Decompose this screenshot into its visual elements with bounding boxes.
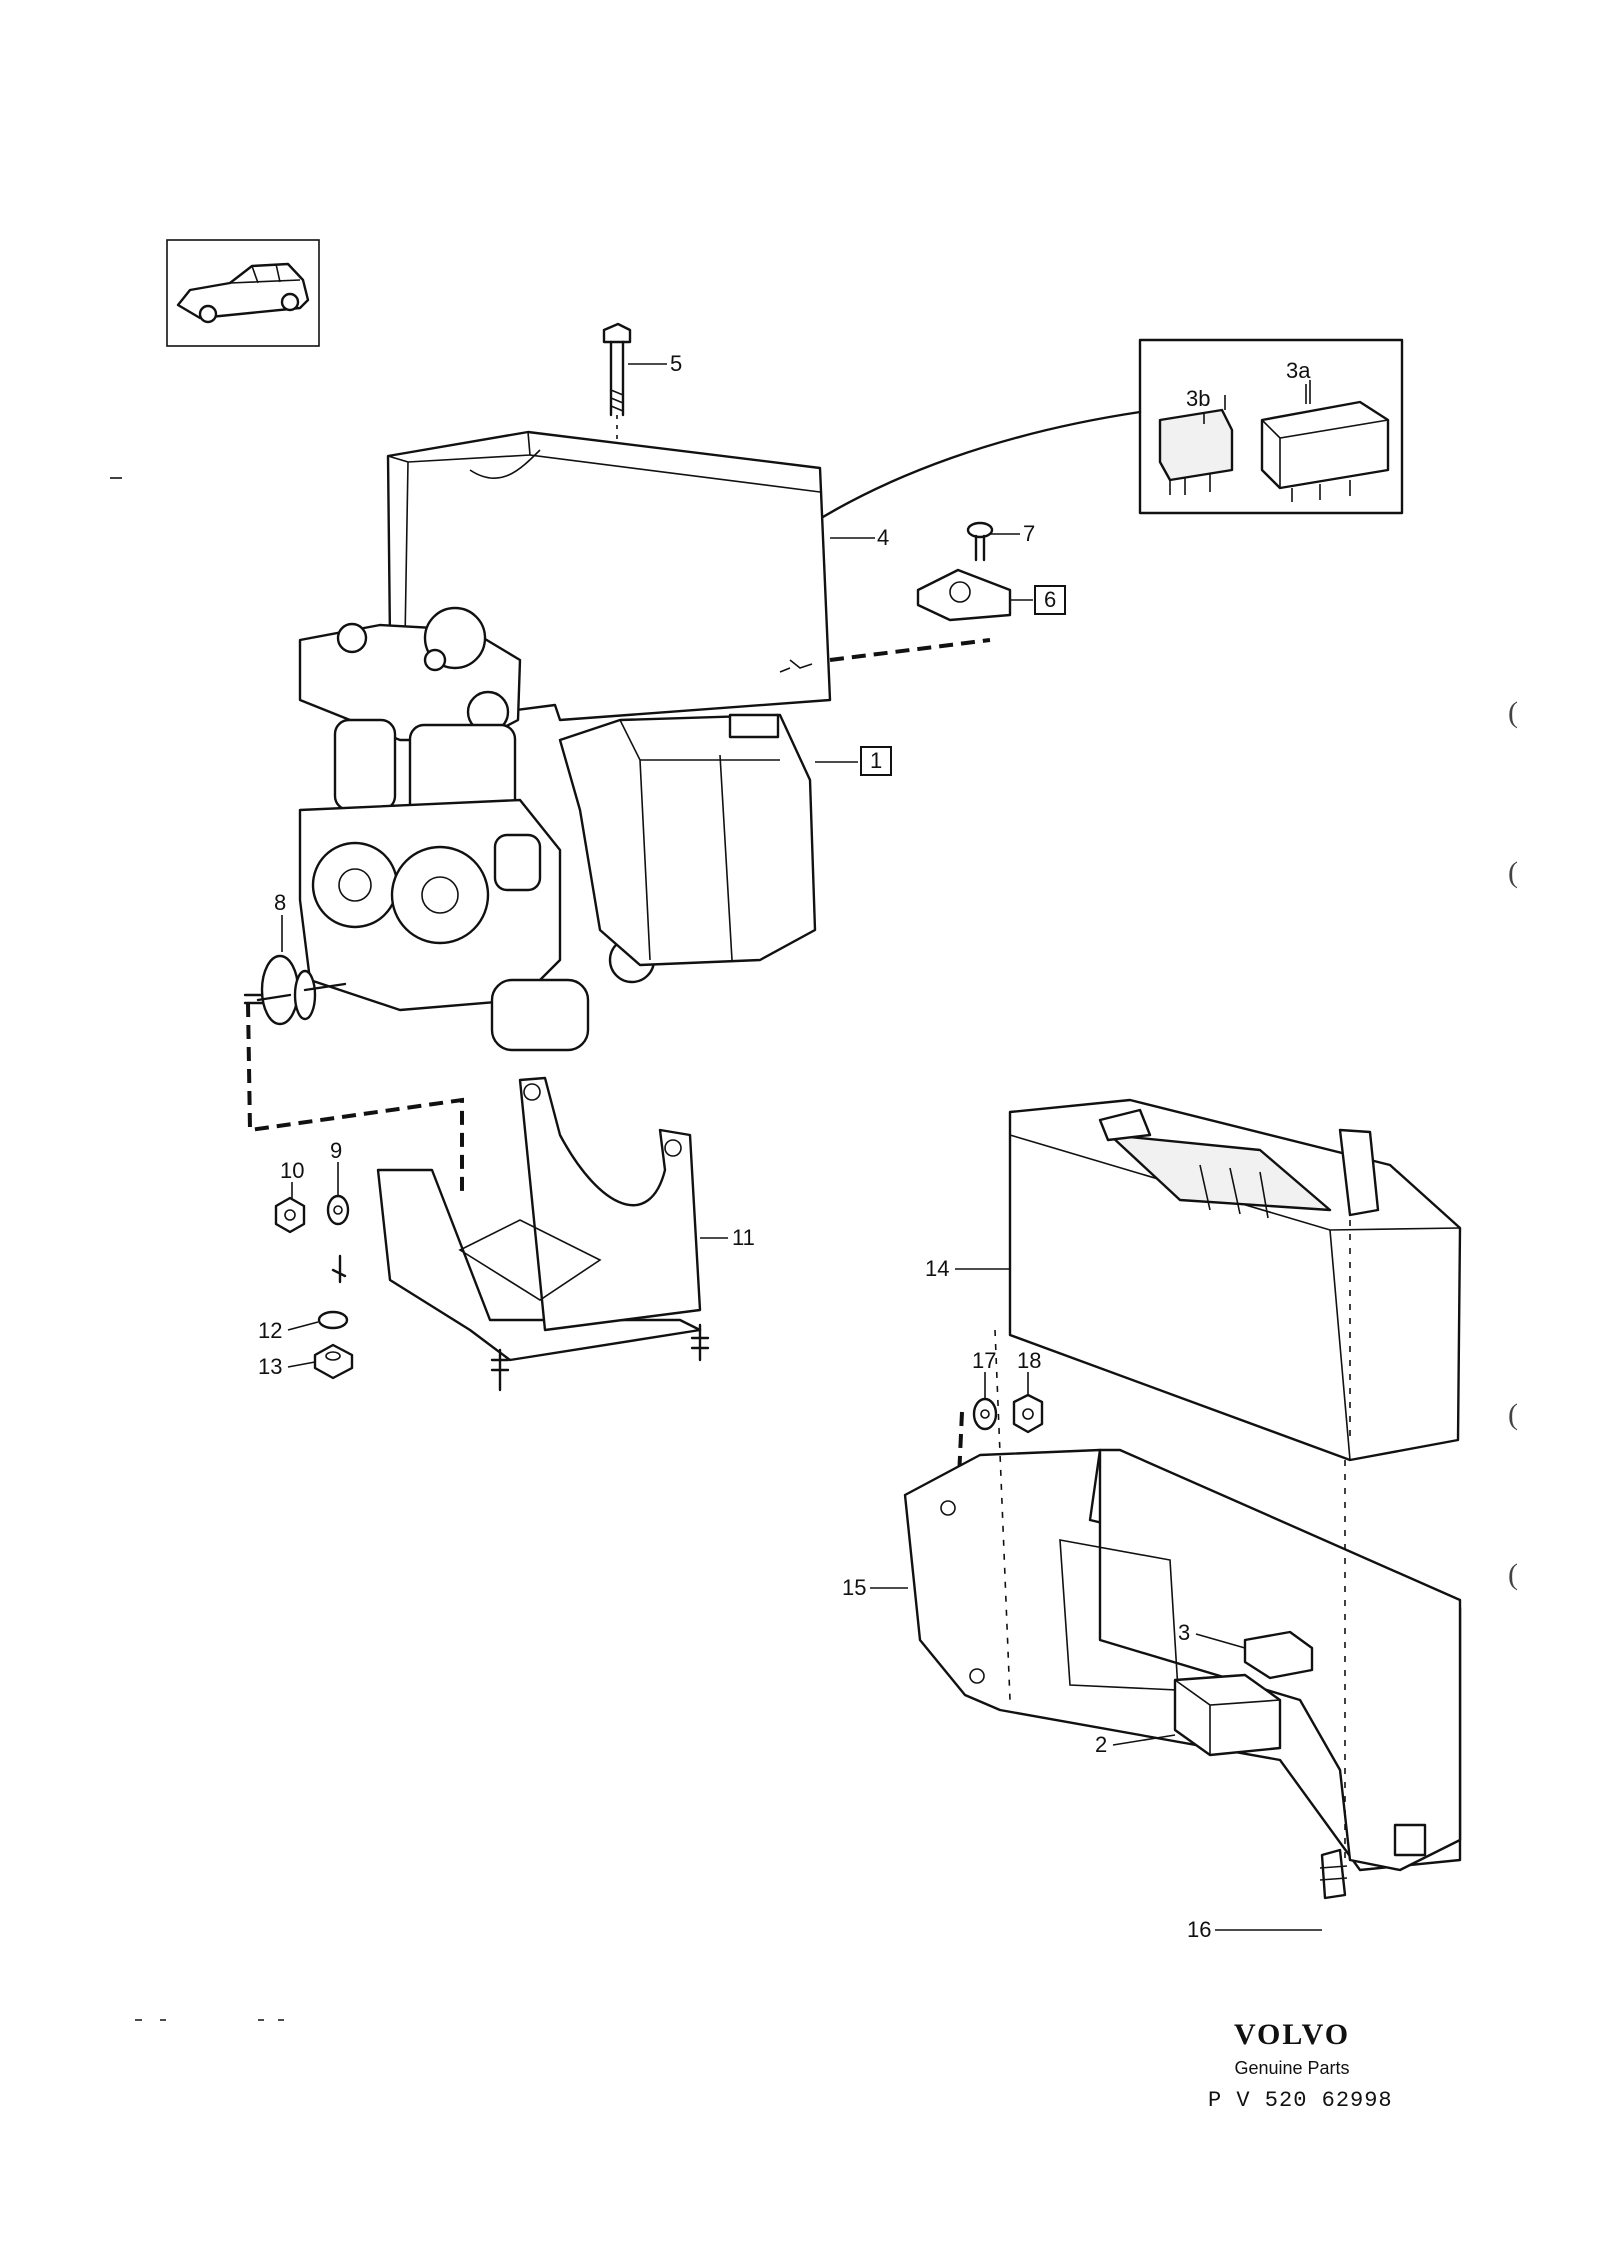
grommet-16 — [1319, 1848, 1348, 1900]
callout-9: 9 — [330, 1138, 343, 1163]
relay-2 — [1173, 1673, 1282, 1757]
leader-13 — [287, 1361, 316, 1368]
callout-7: 7 — [1023, 521, 1036, 546]
washer-17 — [972, 1397, 998, 1431]
nut-10 — [274, 1196, 306, 1234]
screw-7 — [966, 521, 994, 562]
callout-13: 13 — [258, 1354, 283, 1379]
callout-3a: 3a — [1286, 358, 1311, 383]
callout-3b: 3b — [1186, 386, 1211, 411]
callout-5: 5 — [670, 351, 683, 376]
holder-15 — [903, 1448, 1462, 1872]
brand-block: VOLVO Genuine Parts — [1212, 2018, 1372, 2079]
nut-18 — [1012, 1393, 1044, 1434]
grommet-8 — [243, 954, 347, 1026]
part-code: P V 520 62998 — [1208, 2088, 1393, 2113]
callout-2: 2 — [1095, 1732, 1108, 1757]
washer-9 — [326, 1194, 350, 1226]
callout-12: 12 — [258, 1318, 283, 1343]
brand-subtitle: Genuine Parts — [1234, 2058, 1350, 2078]
leader-3 — [1195, 1633, 1246, 1649]
margin-mark: ( — [1508, 856, 1518, 889]
margin-mark: ( — [1508, 1558, 1518, 1591]
bolt-5 — [602, 322, 632, 460]
callout-8: 8 — [274, 890, 287, 915]
relay-3 — [1243, 1630, 1314, 1680]
nut-13 — [313, 1343, 354, 1380]
callout-17: 17 — [972, 1348, 997, 1373]
callout-16: 16 — [1187, 1917, 1212, 1942]
relay-location-arrow — [768, 410, 1142, 554]
brand-logo: VOLVO — [1233, 2018, 1351, 2051]
abs-modulator-1 — [298, 606, 817, 1052]
bracket-11 — [376, 1076, 702, 1362]
callout-1: 1 — [860, 746, 893, 776]
clip-6 — [916, 568, 1012, 622]
washer-12 — [317, 1310, 349, 1330]
callout-18: 18 — [1017, 1348, 1042, 1373]
leader-2 — [1112, 1734, 1176, 1746]
callout-4: 4 — [877, 525, 890, 550]
relay-inset — [1138, 338, 1404, 515]
control-unit-14 — [1008, 1098, 1462, 1462]
callout-11: 11 — [732, 1225, 755, 1250]
margin-mark: ( — [1508, 1398, 1518, 1431]
callout-6: 6 — [1034, 585, 1067, 615]
callout-3: 3 — [1178, 1620, 1191, 1645]
callout-14: 14 — [925, 1256, 950, 1281]
leader-12 — [287, 1321, 319, 1331]
vehicle-thumbnail — [166, 239, 320, 347]
callout-15: 15 — [842, 1575, 867, 1600]
margin-mark: ( — [1508, 696, 1518, 729]
callout-10: 10 — [280, 1158, 305, 1183]
